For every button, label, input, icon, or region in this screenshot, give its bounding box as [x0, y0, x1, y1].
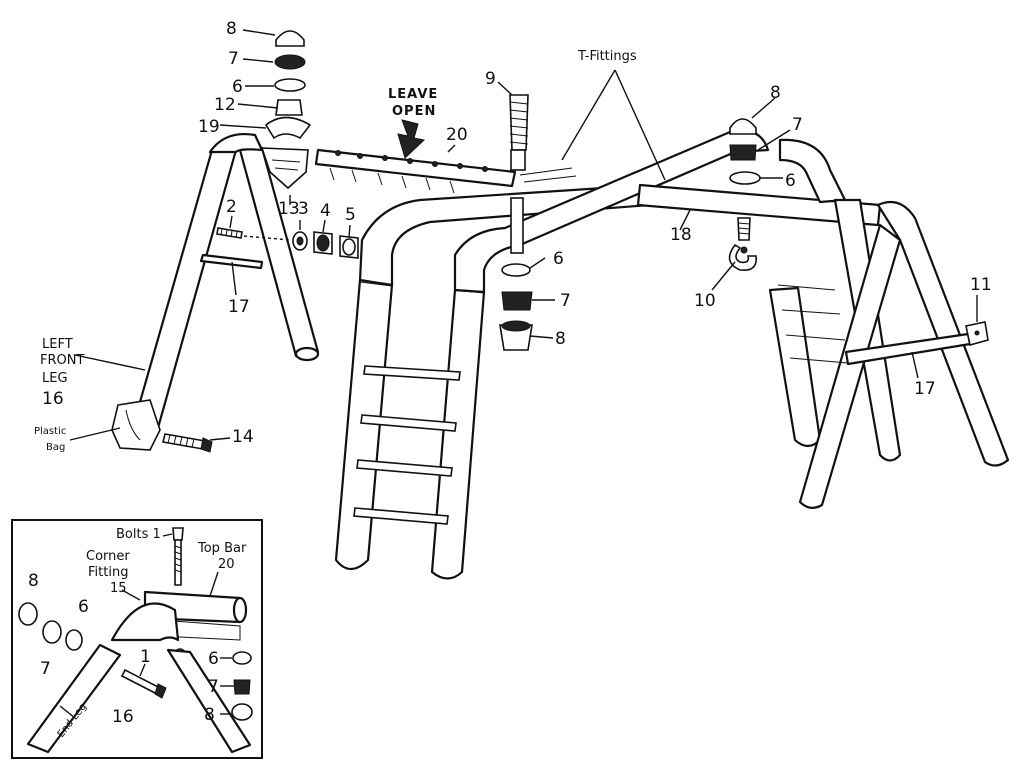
washer-nut-set: [292, 231, 359, 259]
inset-callout-6-left: 6: [78, 597, 89, 617]
leave-open-label-1: LEAVE: [388, 87, 438, 102]
washer-6-left: [274, 78, 306, 92]
callout-5: 5: [345, 205, 356, 225]
inset-corner-label-1: Corner: [86, 549, 130, 564]
callout-10: 10: [694, 291, 716, 311]
left-front-leg-label-2: FRONT: [40, 353, 84, 368]
ladder-rung: [353, 507, 449, 525]
callout-16: 16: [42, 389, 64, 409]
right-a-frame: [636, 138, 1010, 509]
inset-callout-8-left: 8: [28, 571, 39, 591]
cap-8-left: [275, 30, 305, 47]
callout-20: 20: [446, 125, 468, 145]
callout-13: 13: [278, 199, 300, 219]
plastic-bag-label-2: Bag: [46, 442, 65, 453]
callout-7-top-left: 7: [228, 49, 239, 69]
callout-6-center: 6: [553, 249, 564, 269]
callout-7-right: 7: [792, 115, 803, 135]
leader-lines: [69, 29, 978, 441]
corner-fitting-13: [260, 147, 309, 190]
callout-8-right: 8: [770, 83, 781, 103]
t-fittings-label: T-Fittings: [577, 49, 637, 64]
callout-labels: 8 7 6 12 19 13 3 4 5 2 17 LEFT FRONT LEG…: [34, 19, 992, 453]
left-front-leg-label-3: LEG: [42, 371, 68, 386]
callout-19: 19: [198, 117, 220, 137]
leave-open-arrow: [397, 119, 426, 159]
inset-callout-16: 16: [112, 707, 134, 727]
inset-callout-1: 1: [140, 647, 151, 667]
left-cross-brace: [199, 253, 264, 270]
left-front-leg-label-1: LEFT: [42, 337, 73, 352]
inset-callout-6-right: 6: [208, 649, 219, 669]
bracket-19: [264, 116, 312, 140]
callout-14: 14: [232, 427, 254, 447]
left-front-leg: [130, 148, 238, 437]
callout-12: 12: [214, 95, 236, 115]
plastic-bag-cap: [111, 399, 161, 451]
inset-bolts-label: Bolts 1: [116, 527, 161, 542]
callout-6-right: 6: [785, 171, 796, 191]
top-bar-18: [636, 183, 882, 227]
bolt-12: [275, 99, 303, 116]
ladder-rung: [363, 365, 461, 381]
bolt-2: [216, 227, 291, 241]
bolt-14: [162, 433, 213, 453]
plastic-bag-label-1: Plastic: [34, 426, 66, 437]
callout-8-top-left: 8: [226, 19, 237, 39]
callout-2: 2: [226, 197, 237, 217]
washer-6-center: [501, 263, 531, 277]
hook-10: [728, 217, 757, 272]
ladder-rung: [360, 414, 457, 432]
callout-6-top-left: 6: [232, 77, 243, 97]
leave-open-label-2: OPEN: [392, 104, 436, 119]
right-fitting-stack: [729, 118, 761, 185]
inset-corner-label-2: Fitting: [88, 565, 128, 580]
inset-top-bar-label-1: Top Bar: [197, 541, 247, 556]
bolt-9: [509, 94, 529, 151]
top-bar-20: [314, 148, 517, 194]
nut-7-left: [274, 54, 306, 70]
left-fitting-stack: [260, 30, 312, 190]
callout-7-center: 7: [560, 291, 571, 311]
inset-corner-label-3: 15: [110, 581, 127, 596]
callout-17-left: 17: [228, 297, 250, 317]
corner-fitting-inset: Bolts 1 Corner Fitting 15 Top Bar 20 End…: [11, 519, 263, 759]
inset-callout-8-right: 8: [204, 705, 215, 725]
ladder-rung: [356, 459, 453, 477]
nut-7-center: [501, 291, 533, 311]
inset-callout-7-right: 7: [208, 677, 219, 697]
callout-11: 11: [970, 275, 992, 295]
callout-18: 18: [670, 225, 692, 245]
callout-17-right: 17: [914, 379, 936, 399]
callout-9: 9: [485, 69, 496, 89]
left-a-frame: [111, 133, 320, 451]
callout-3: 3: [298, 199, 309, 219]
center-fitting-stack: [499, 94, 533, 351]
inset-callout-7-left: 7: [40, 659, 51, 679]
inset-top-bar-label-2: 20: [218, 557, 235, 572]
callout-8-center: 8: [555, 329, 566, 349]
middle-ladder-frame: [334, 129, 770, 580]
callout-4: 4: [320, 201, 331, 221]
